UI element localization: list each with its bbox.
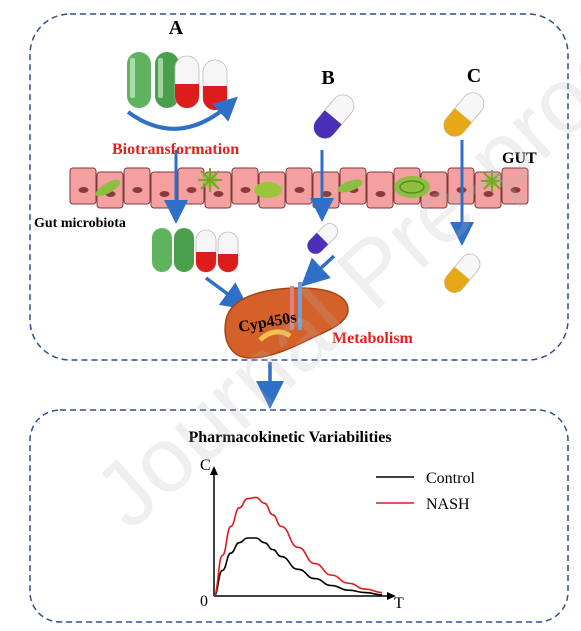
legend-label-control: Control [426, 470, 475, 487]
gut-cell-nucleus [78, 187, 89, 193]
gut-cell-nucleus [321, 191, 332, 197]
gut-cell [150, 171, 178, 209]
gut-cell-nucleus [510, 187, 521, 193]
chart-title: Pharmacokinetic Variabilities [188, 429, 391, 446]
label-metabolism: Metabolism [332, 330, 414, 347]
gut-cell [231, 167, 259, 205]
x-axis-label: T [394, 595, 404, 612]
label-b: B [321, 67, 334, 89]
label-c: C [467, 65, 481, 87]
label-gut: GUT [502, 150, 537, 167]
origin-label: 0 [200, 593, 208, 610]
drug-b-absorbed-icon [307, 223, 339, 255]
gut-cell [312, 171, 340, 209]
drug-c-unchanged-icon [444, 253, 481, 293]
label-gut-microbiota: Gut microbiota [34, 216, 126, 231]
gut-cell [177, 167, 205, 205]
gut-cell-nucleus [375, 191, 386, 197]
drug-a-capsules-icon [126, 52, 238, 131]
drug-b-to-liver-arrow [300, 254, 336, 287]
gut-cell-nucleus [240, 187, 251, 193]
drug-a-to-liver-arrow [204, 276, 250, 311]
gut-cell [285, 167, 313, 205]
gut-cell-nucleus [213, 191, 224, 197]
gut-cell-nucleus [483, 191, 494, 197]
gut-microbes-icon [95, 168, 503, 198]
gut-epithelium [69, 167, 529, 209]
gut-cell [501, 167, 529, 205]
legend-label-nash: NASH [426, 496, 470, 513]
series-line-nash [213, 496, 383, 597]
liver-icon [224, 282, 349, 359]
y-axis-arrowhead [210, 466, 218, 475]
upper-panel-frame [29, 13, 569, 361]
gut-cell [123, 167, 151, 205]
y-axis-label: C [200, 457, 211, 474]
lower-panel-frame [29, 409, 569, 623]
gut-cell-nucleus [159, 191, 170, 197]
gut-cell-nucleus [429, 191, 440, 197]
gut-cell-nucleus [132, 187, 143, 193]
gut-cell [366, 171, 394, 209]
x-axis-arrowhead [387, 592, 396, 600]
gut-cell-nucleus [294, 187, 305, 193]
series-line-control [213, 537, 383, 597]
drug-b-capsule-icon [313, 94, 355, 139]
label-a: A [169, 17, 184, 39]
drug-c-capsule-icon [443, 92, 485, 137]
drug-a-metabolized-icon [152, 228, 239, 273]
gut-cell [69, 167, 97, 205]
label-biotransformation: Biotransformation [112, 141, 239, 158]
gut-cell-nucleus [186, 187, 197, 193]
